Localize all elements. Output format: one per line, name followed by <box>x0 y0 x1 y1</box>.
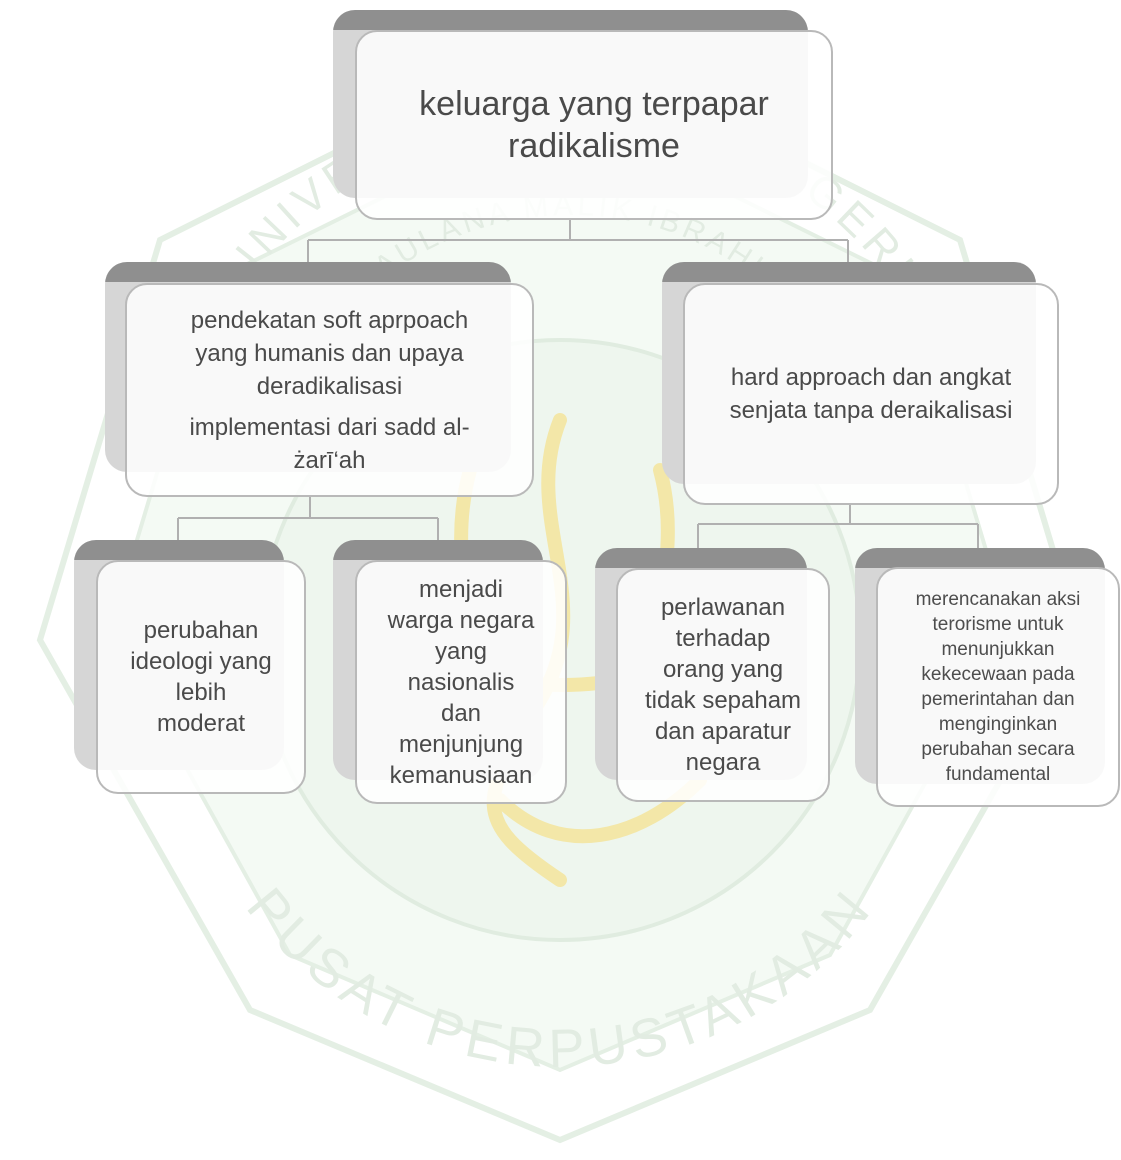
leaf-4-line-5: pemerintahan dan <box>921 689 1075 710</box>
hard-line-2: senjata tanpa deraikalisasi <box>729 397 1013 424</box>
leaf-2-line-4: nasionalis <box>407 668 515 696</box>
leaf-4-line-6: menginginkan <box>938 714 1058 735</box>
leaf-4-line-3: menunjukkan <box>941 639 1055 660</box>
leaf-3-line-5: dan aparatur <box>654 718 792 745</box>
soft-line-1: pendekatan soft aprpoach <box>190 306 469 334</box>
leaf-ideology-change-card: perubahan ideologi yang lebih moderat <box>96 560 306 794</box>
connector-soft-to-children <box>177 497 439 540</box>
leaf-4-line-4: kekecewaan pada <box>921 664 1075 685</box>
leaf-4-line-8: fundamental <box>945 764 1051 785</box>
leaf-nationalist-citizen-card: menjadi warga negara yang nasionalis dan… <box>355 560 567 804</box>
leaf-2-line-1: menjadi <box>418 575 504 603</box>
leaf-4-line-2: terorisme untuk <box>932 614 1064 635</box>
hard-approach-card: hard approach dan angkat senjata tanpa d… <box>683 283 1059 505</box>
root-line-2: radikalisme <box>508 127 680 165</box>
connector-root-to-branches <box>307 220 849 262</box>
soft-line-2: yang humanis dan upaya <box>195 339 464 367</box>
leaf-4-line-7: perubahan secara <box>921 739 1075 760</box>
leaf-3-line-3: orang yang <box>662 656 784 683</box>
root-line-1: keluarga yang terpapar <box>419 85 769 123</box>
leaf-terrorism-plan-card: merencanakan aksi terorisme untuk menunj… <box>876 567 1120 807</box>
leaf-1-line-3: lebih <box>175 679 227 706</box>
leaf-2-line-3: yang <box>434 637 488 665</box>
leaf-3-line-2: terhadap <box>675 625 771 652</box>
soft-line-4: implementasi dari sadd al- <box>189 413 470 441</box>
leaf-3-line-6: negara <box>685 749 761 776</box>
leaf-3-line-1: perlawanan <box>660 594 786 621</box>
leaf-2-line-5: dan <box>440 699 482 727</box>
leaf-1-line-1: perubahan <box>143 617 259 644</box>
leaf-2-line-7: kemanusiaan <box>389 761 533 789</box>
root-card: keluarga yang terpapar radikalisme <box>355 30 833 220</box>
leaf-2-line-2: warga negara <box>387 606 535 634</box>
soft-approach-card: pendekatan soft aprpoach yang humanis da… <box>125 283 534 497</box>
soft-line-3: deradikalisasi <box>256 372 403 400</box>
connector-hard-to-children <box>697 505 979 548</box>
leaf-2-line-6: menjunjung <box>398 730 524 758</box>
hard-line-1: hard approach dan angkat <box>730 364 1012 391</box>
leaf-resistance-card: perlawanan terhadap orang yang tidak sep… <box>616 568 830 802</box>
leaf-1-line-2: ideologi yang <box>130 648 272 675</box>
soft-line-5: żarī‘ah <box>293 446 366 474</box>
leaf-3-line-4: tidak sepaham <box>644 687 802 714</box>
leaf-4-line-1: merencanakan aksi <box>915 589 1081 610</box>
leaf-1-line-4: moderat <box>156 710 246 737</box>
